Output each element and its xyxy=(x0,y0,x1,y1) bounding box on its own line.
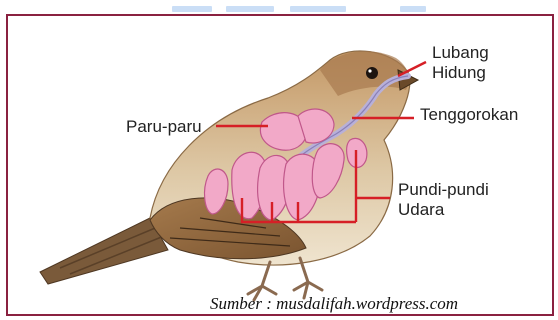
label-nostril-line1: Lubang xyxy=(432,44,489,62)
label-lungs: Paru-paru xyxy=(126,118,202,136)
source-credit: Sumber : musdalifah.wordpress.com xyxy=(210,294,458,314)
label-air-sacs-line1: Pundi-pundi xyxy=(398,181,489,199)
bird-eye xyxy=(366,67,378,79)
label-trachea: Tenggorokan xyxy=(420,106,518,124)
label-air-sacs-line2: Udara xyxy=(398,201,444,219)
bird-tail xyxy=(40,218,168,284)
label-nostril-line2: Hidung xyxy=(432,64,486,82)
